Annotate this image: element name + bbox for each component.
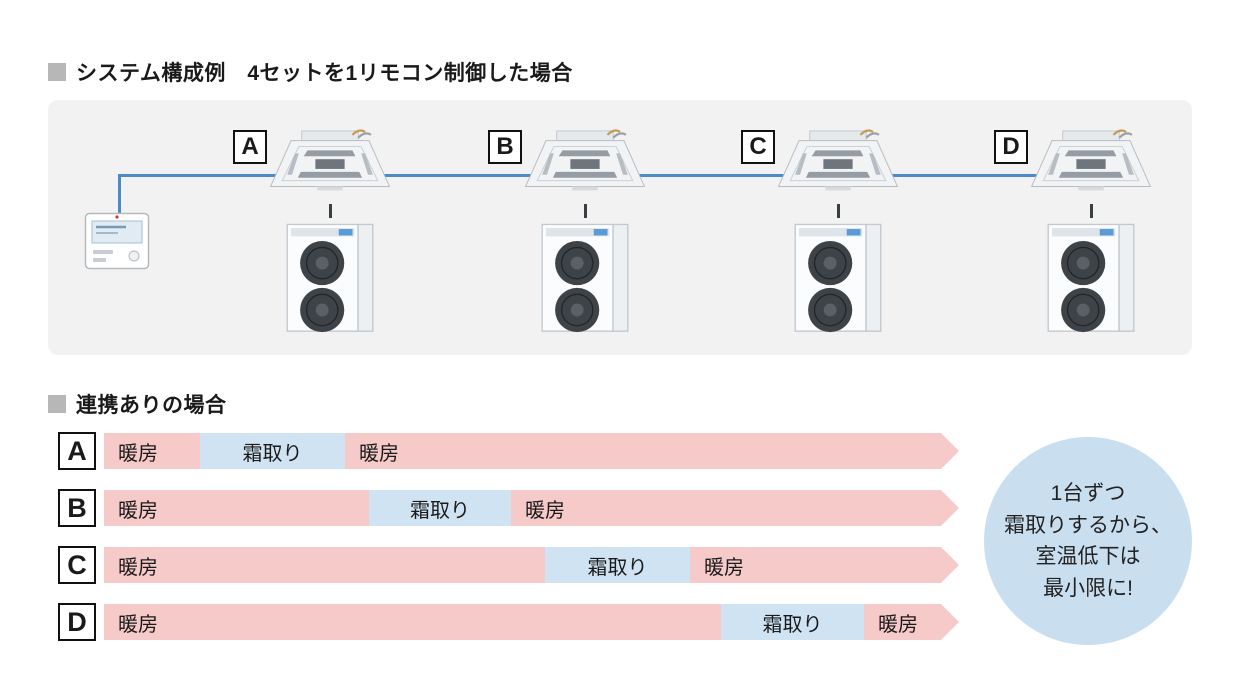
unit-label-b: B xyxy=(488,130,522,164)
callout-line-4: 最小限に! xyxy=(1043,576,1133,600)
ac-set-a: A xyxy=(233,128,395,338)
segment-defrost: 霜取り xyxy=(200,433,345,469)
timeline-bar-a: 暖房 霜取り 暖房 xyxy=(104,433,959,469)
row-label-d: D xyxy=(58,603,96,641)
system-config-title: システム構成例 4セットを1リモコン制御した場合 xyxy=(48,57,573,87)
unit-label-a: A xyxy=(233,130,267,164)
ac-set-b: B xyxy=(488,128,650,338)
outdoor-unit-icon xyxy=(1047,218,1135,333)
unit-label-b-text: B xyxy=(496,133,514,160)
segment-heating-arrow: 暖房 xyxy=(345,433,959,469)
segment-heating-arrow: 暖房 xyxy=(690,547,959,583)
row-label-c: C xyxy=(58,546,96,584)
segment-heating: 暖房 xyxy=(104,490,369,526)
segment-heating: 暖房 xyxy=(104,547,545,583)
segment-defrost: 霜取り xyxy=(721,604,864,640)
timeline-row-a: A 暖房 霜取り 暖房 xyxy=(58,432,959,470)
callout-line-2: 霜取りするから、 xyxy=(1004,513,1172,537)
unit-label-d-text: D xyxy=(1002,133,1020,160)
refrigerant-pipe xyxy=(583,204,587,218)
timeline-bar-c: 暖房 霜取り 暖房 xyxy=(104,547,959,583)
segment-heating: 暖房 xyxy=(104,433,200,469)
timeline-row-b: B 暖房 霜取り 暖房 xyxy=(58,489,959,527)
outdoor-unit-icon xyxy=(794,218,882,333)
unit-label-c: C xyxy=(741,130,775,164)
refrigerant-pipe xyxy=(328,204,332,218)
segment-heating: 暖房 xyxy=(104,604,721,640)
timeline-row-c: C 暖房 霜取り 暖房 xyxy=(58,546,959,584)
remote-controller xyxy=(84,212,150,270)
control-wire-vertical xyxy=(118,174,121,214)
segment-heating-arrow: 暖房 xyxy=(511,490,959,526)
row-label-b: B xyxy=(58,489,96,527)
unit-label-c-text: C xyxy=(749,133,767,160)
ac-set-d: D xyxy=(994,128,1156,338)
timeline-title-text: 連携ありの場合 xyxy=(76,394,227,417)
timeline-title: 連携ありの場合 xyxy=(48,389,227,419)
timeline-bar-d: 暖房 霜取り 暖房 xyxy=(104,604,959,640)
title-marker-icon xyxy=(48,63,66,81)
refrigerant-pipe xyxy=(836,204,840,218)
title-marker-icon xyxy=(48,395,66,413)
ac-set-c: C xyxy=(741,128,903,338)
remote-controller-icon xyxy=(84,212,150,270)
callout-line-1: 1台ずつ xyxy=(1050,482,1126,505)
outdoor-unit-icon xyxy=(286,218,374,333)
indoor-unit-icon xyxy=(265,128,395,204)
indoor-unit-icon xyxy=(773,128,903,204)
row-label-a: A xyxy=(58,432,96,470)
unit-label-d: D xyxy=(994,130,1028,164)
timeline-bar-b: 暖房 霜取り 暖房 xyxy=(104,490,959,526)
segment-heating-arrow: 暖房 xyxy=(864,604,959,640)
callout-line-3: 室温低下は xyxy=(1035,545,1141,568)
timeline-row-d: D 暖房 霜取り 暖房 xyxy=(58,603,959,641)
segment-defrost: 霜取り xyxy=(369,490,511,526)
indoor-unit-icon xyxy=(1026,128,1156,204)
callout-circle: 1台ずつ 霜取りするから、 室温低下は 最小限に! xyxy=(984,437,1192,645)
refrigerant-pipe xyxy=(1089,204,1093,218)
outdoor-unit-icon xyxy=(541,218,629,333)
indoor-unit-icon xyxy=(520,128,650,204)
system-config-title-text: システム構成例 4セットを1リモコン制御した場合 xyxy=(76,62,573,85)
segment-defrost: 霜取り xyxy=(545,547,690,583)
system-diagram-panel: A B C D xyxy=(48,100,1192,355)
unit-label-a-text: A xyxy=(241,133,259,160)
